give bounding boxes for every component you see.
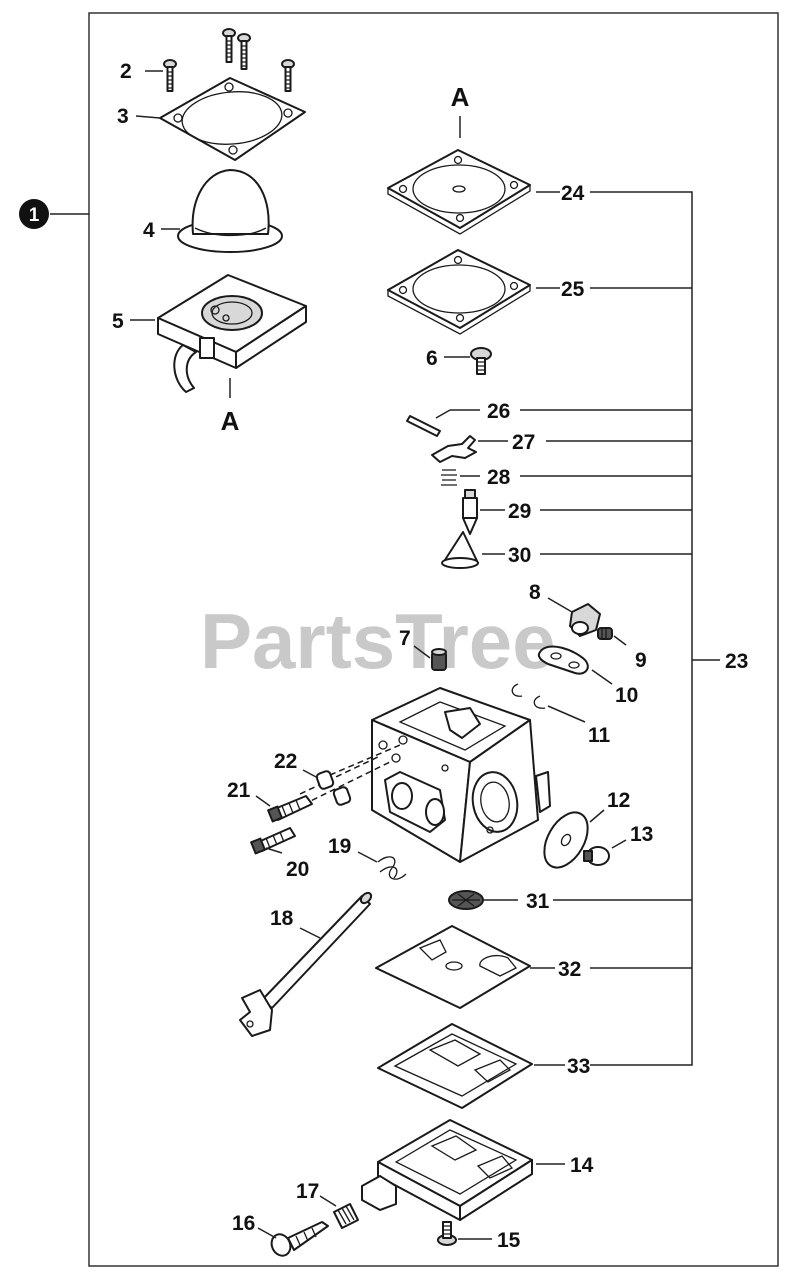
svg-text:1: 1 bbox=[29, 205, 40, 226]
svg-text:A: A bbox=[451, 82, 470, 112]
part-15-screw[interactable] bbox=[437, 1221, 457, 1246]
callout-7: 7 bbox=[399, 627, 411, 650]
callout-12: 12 bbox=[607, 789, 630, 812]
callout-11: 11 bbox=[588, 724, 611, 747]
callout-17: 17 bbox=[296, 1180, 319, 1203]
part-5-primer-body[interactable] bbox=[157, 274, 307, 393]
part-33-gasket[interactable] bbox=[377, 1023, 533, 1109]
part-21-adjust-screw[interactable] bbox=[267, 795, 313, 823]
part-12-disc[interactable] bbox=[535, 805, 596, 875]
callout-22: 22 bbox=[274, 750, 297, 773]
part-24-diaphragm[interactable] bbox=[387, 149, 531, 235]
callout-15: 15 bbox=[497, 1229, 521, 1252]
part-31-filter-screen[interactable] bbox=[448, 890, 484, 910]
part-10-plate[interactable] bbox=[537, 645, 589, 675]
connector-mark-top: A bbox=[451, 82, 470, 138]
callout-29: 29 bbox=[508, 500, 531, 523]
part-32-diaphragm[interactable] bbox=[375, 925, 531, 1009]
callout-23: 23 bbox=[725, 650, 748, 673]
part-26-pin[interactable] bbox=[406, 415, 441, 437]
callout-20: 20 bbox=[286, 858, 309, 881]
callout-16: 16 bbox=[232, 1212, 255, 1235]
svg-text:A: A bbox=[221, 406, 240, 436]
callout-26: 26 bbox=[487, 400, 510, 423]
leader-lines bbox=[130, 70, 720, 1240]
callout-4: 4 bbox=[143, 219, 155, 242]
callout-6: 6 bbox=[426, 347, 438, 370]
callout-28: 28 bbox=[487, 466, 511, 489]
part-11-clips[interactable] bbox=[511, 683, 546, 709]
callout-8: 8 bbox=[529, 581, 541, 604]
part-30-cone[interactable] bbox=[441, 531, 479, 569]
part-3-gasket[interactable] bbox=[159, 77, 306, 161]
callout-21: 21 bbox=[227, 779, 251, 802]
watermark: PartsTree bbox=[200, 597, 556, 685]
part-14-pump-cover[interactable] bbox=[361, 1119, 533, 1221]
part-19-spring[interactable] bbox=[377, 856, 407, 880]
diagram-frame bbox=[88, 12, 779, 1267]
assembly-marker[interactable]: 1 bbox=[19, 199, 89, 229]
callout-5: 5 bbox=[112, 310, 124, 333]
part-27-lever[interactable] bbox=[431, 435, 477, 463]
part-16-screw[interactable] bbox=[268, 1221, 329, 1259]
callout-14: 14 bbox=[570, 1154, 594, 1177]
part-9-screw[interactable] bbox=[597, 627, 613, 640]
part-25-gasket[interactable] bbox=[387, 249, 531, 335]
callout-24: 24 bbox=[561, 182, 585, 205]
part-8-fitting[interactable] bbox=[569, 603, 601, 637]
callout-25: 25 bbox=[561, 278, 585, 301]
connector-mark-bottom: A bbox=[221, 378, 240, 436]
callout-18: 18 bbox=[270, 907, 294, 930]
callout-30: 30 bbox=[508, 544, 531, 567]
callout-33: 33 bbox=[567, 1055, 590, 1078]
part-6-screw[interactable] bbox=[470, 347, 492, 375]
part-28-spring[interactable] bbox=[441, 469, 457, 486]
part-7-plug[interactable] bbox=[431, 648, 447, 671]
callout-31: 31 bbox=[526, 890, 550, 913]
callout-32: 32 bbox=[558, 958, 581, 981]
callout-19: 19 bbox=[328, 835, 351, 858]
part-2-screws[interactable] bbox=[163, 28, 295, 92]
callout-2: 2 bbox=[120, 60, 132, 83]
part-4-primer-bulb[interactable] bbox=[177, 169, 283, 253]
callout-27: 27 bbox=[512, 431, 535, 454]
part-17-spring[interactable] bbox=[333, 1203, 359, 1229]
callout-10: 10 bbox=[615, 684, 638, 707]
part-22-bushings[interactable] bbox=[315, 770, 352, 806]
part-29-needle[interactable] bbox=[462, 489, 478, 535]
callout-13: 13 bbox=[630, 823, 653, 846]
callout-9: 9 bbox=[635, 649, 647, 672]
part-20-adjust-screw[interactable] bbox=[250, 827, 296, 855]
carburetor-body[interactable] bbox=[371, 687, 551, 863]
part-18-throttle-shaft[interactable] bbox=[239, 891, 373, 1037]
callout-3: 3 bbox=[117, 105, 129, 128]
part-13-screw[interactable] bbox=[583, 846, 610, 866]
